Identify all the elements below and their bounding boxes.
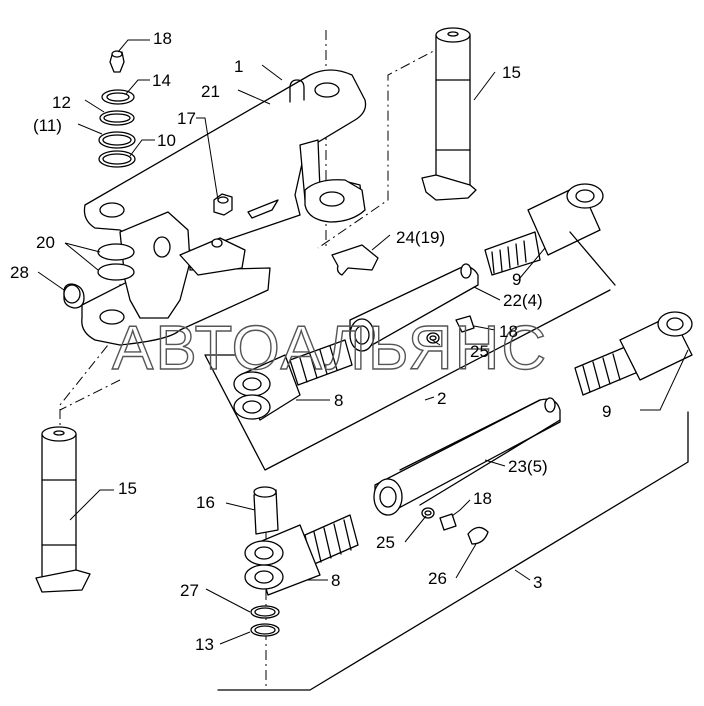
- label-12: 12: [52, 93, 71, 112]
- label-2: 2: [437, 389, 446, 408]
- label-15-top: 15: [502, 63, 521, 82]
- turnbuckle-assembly-2: [204, 183, 616, 471]
- leader-lines: [37, 39, 689, 645]
- label-3: 3: [533, 573, 542, 592]
- pin-15-upper: [421, 27, 477, 201]
- label-8-top: 8: [334, 391, 343, 410]
- label-25-top: 25: [470, 342, 489, 361]
- bracket-part-21: [81, 69, 367, 346]
- label-23: 23(5): [508, 457, 548, 476]
- label-16: 16: [196, 493, 215, 512]
- turnbuckle-assembly-3: [217, 311, 693, 691]
- label-17: 17: [177, 109, 196, 128]
- label-1: 1: [234, 57, 243, 76]
- label-14: 14: [152, 71, 171, 90]
- label-18-mid: 18: [499, 322, 518, 341]
- part-labels: 18 14 12 (11) 10 1 21 17 20 28 15 24(19)…: [10, 29, 611, 654]
- label-22: 22(4): [503, 291, 543, 310]
- pin-15-lower: [35, 426, 91, 593]
- label-20: 20: [36, 233, 55, 252]
- label-10: 10: [157, 131, 176, 150]
- label-27: 27: [180, 581, 199, 600]
- label-24: 24(19): [396, 228, 445, 247]
- label-13: 13: [195, 635, 214, 654]
- label-8-bottom: 8: [331, 571, 340, 590]
- label-11: (11): [33, 116, 62, 135]
- label-15-bottom: 15: [118, 479, 137, 498]
- nut-17-and-clips: [213, 193, 379, 276]
- label-9-bottom: 9: [602, 402, 611, 421]
- label-28: 28: [10, 263, 29, 282]
- nut-25-upper: [426, 315, 475, 344]
- watermark-text: АВТОАЛЬЯНС: [112, 314, 548, 383]
- grease-nipple-and-rings: [98, 50, 136, 168]
- label-9-top: 9: [512, 270, 521, 289]
- label-21: 21: [201, 82, 220, 101]
- label-25-bottom: 25: [376, 533, 395, 552]
- label-18-bottom: 18: [473, 489, 492, 508]
- rings-20-cap-28: [63, 243, 135, 309]
- label-18-top: 18: [153, 29, 172, 48]
- label-26: 26: [428, 569, 447, 588]
